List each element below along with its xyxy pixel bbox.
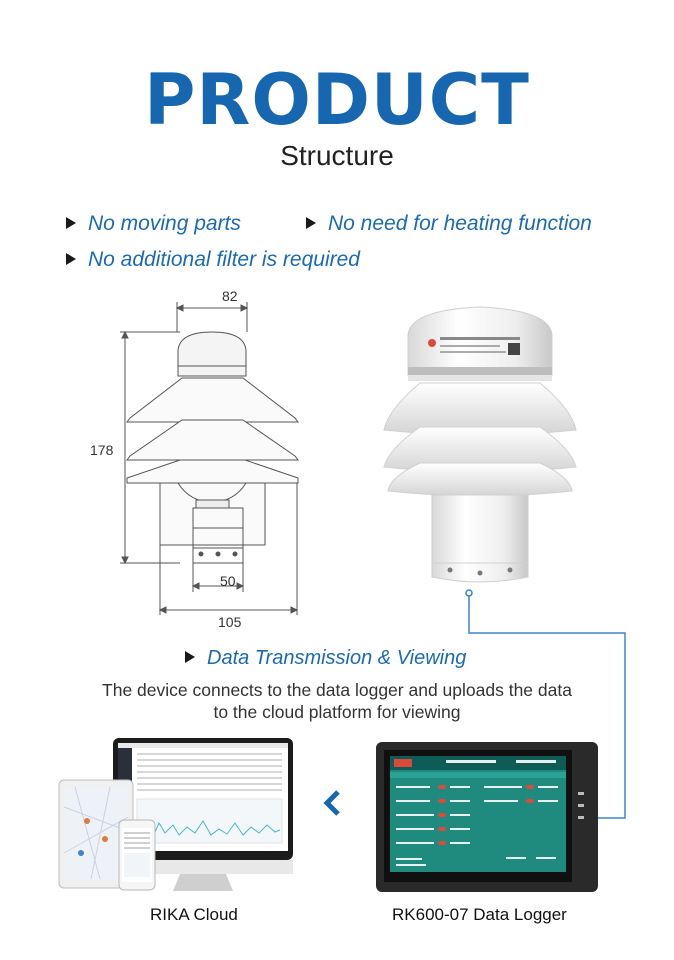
caption-logger: RK600-07 Data Logger xyxy=(392,905,567,924)
transmission-desc-line1: The device connects to the data logger a… xyxy=(102,680,572,700)
bullet-triangle-icon xyxy=(185,651,195,663)
chevron-left-icon xyxy=(323,790,340,816)
dimension-drawing: 82 178 50 105 xyxy=(80,280,330,640)
feature-item: No need for heating function xyxy=(306,211,592,237)
page-subtitle: Structure xyxy=(280,140,394,171)
transmission-heading: Data Transmission & Viewing xyxy=(185,647,466,670)
feature-text: No need for heating function xyxy=(328,212,592,235)
bullet-triangle-icon xyxy=(306,217,316,229)
feature-item: No additional filter is required xyxy=(66,247,360,273)
feature-item: No moving parts xyxy=(66,211,241,237)
bullet-triangle-icon xyxy=(66,217,76,229)
transmission-title: Data Transmission & Viewing xyxy=(207,647,467,669)
sensor-product-image xyxy=(380,305,580,605)
bullet-triangle-icon xyxy=(66,253,76,265)
dimension-height: 178 xyxy=(90,442,114,458)
caption-cloud: RIKA Cloud xyxy=(150,905,238,924)
dimension-total-width: 105 xyxy=(218,614,242,630)
data-logger-image xyxy=(376,742,598,892)
dimension-top-width: 82 xyxy=(222,288,238,304)
cloud-devices-image xyxy=(55,735,300,895)
sensor-outline-drawing xyxy=(120,302,299,615)
transmission-desc-line2: to the cloud platform for viewing xyxy=(213,702,461,722)
page-title: PRODUCT xyxy=(144,59,530,141)
feature-text: No moving parts xyxy=(88,212,241,235)
feature-text: No additional filter is required xyxy=(88,248,360,271)
dimension-base-width: 50 xyxy=(220,573,236,589)
